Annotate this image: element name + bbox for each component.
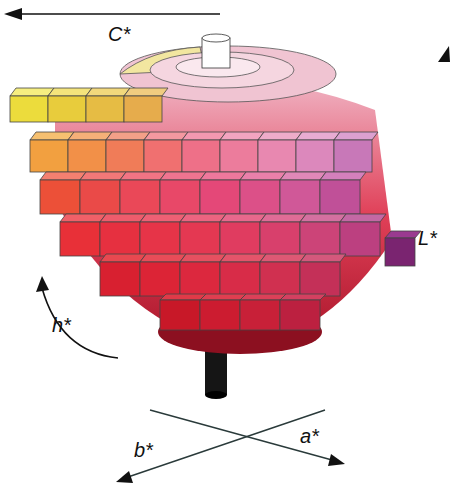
- solid-body: [55, 80, 392, 350]
- axis-label: C*: [108, 22, 130, 46]
- block-row: [100, 254, 346, 296]
- block-row: [30, 132, 378, 172]
- block-row: [10, 88, 168, 122]
- block-row: [160, 294, 326, 330]
- ab-axes: [116, 410, 345, 483]
- top-disk: [120, 34, 336, 102]
- block-row: [60, 214, 421, 266]
- axis-label: a*: [300, 424, 319, 448]
- axis-label: b*: [134, 438, 153, 462]
- lightness-arrow-head: [438, 46, 450, 62]
- chroma-arrow: [4, 8, 220, 20]
- block-row: [40, 172, 366, 214]
- axis-label: L*: [418, 226, 437, 250]
- axis-label: h*: [52, 313, 71, 337]
